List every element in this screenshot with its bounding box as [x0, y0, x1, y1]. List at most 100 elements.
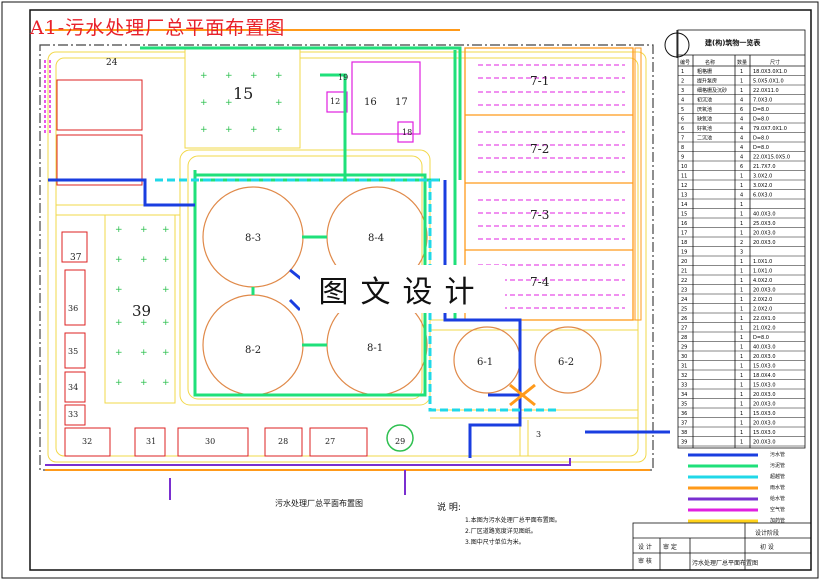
table-cell: 6: [681, 126, 684, 132]
table-cell: 20: [681, 259, 687, 265]
table-cell: 22.0X15.0X5.0: [753, 155, 790, 161]
titleblock-drawing-name: 污水处理厂总平面布置图: [692, 560, 759, 567]
table-cell: 4.0X2.0: [753, 278, 772, 284]
legend-label: 空气管: [770, 507, 786, 513]
table-cell: 2: [681, 79, 684, 85]
table-cell: 22.0X1.0: [753, 316, 776, 322]
table-cell: 8: [681, 145, 684, 151]
table-cell: 5: [681, 107, 684, 113]
drawing-subtitle: 污水处理厂总平面布置图: [275, 499, 363, 508]
svg-text:+: +: [140, 378, 148, 388]
table-cell: 1: [740, 212, 743, 218]
table-cell: 1: [740, 440, 743, 446]
table-cell: 24: [681, 297, 687, 303]
table-cell: 10: [681, 164, 687, 170]
table-cell: 1: [740, 88, 743, 94]
unit-label: 36: [68, 304, 79, 313]
table-cell: 29: [681, 345, 687, 351]
svg-text:+: +: [115, 255, 123, 265]
svg-text:+: +: [115, 318, 123, 328]
table-cell: 2: [740, 240, 743, 246]
table-cell: 1: [740, 297, 743, 303]
unit-label: 12: [330, 97, 341, 106]
table-cell: 1: [740, 364, 743, 370]
title-block: [632, 522, 812, 571]
unit-label: 35: [68, 347, 79, 356]
svg-text:+: +: [200, 71, 208, 81]
legend-label: 超越管: [770, 474, 786, 480]
table-header: 编号: [680, 60, 691, 66]
table-cell: 19: [681, 250, 687, 256]
table-cell: 4: [740, 155, 743, 161]
table-cell: 20.0X3.0: [753, 392, 776, 398]
unit-label: 7-1: [530, 74, 550, 88]
table-cell: 6: [740, 107, 743, 113]
svg-text:+: +: [225, 98, 233, 108]
table-cell: 1: [740, 79, 743, 85]
table-cell: 1: [740, 383, 743, 389]
table-cell: 细格栅及沉砂: [697, 87, 727, 94]
table-cell: 1: [740, 269, 743, 275]
table-cell: 26: [681, 316, 687, 322]
table-cell: 20.0X3.0: [753, 421, 776, 427]
table-cell: D=8.0: [753, 107, 769, 113]
table-cell: 21.0X2.0: [753, 326, 776, 332]
table-cell: 32: [681, 373, 687, 379]
table-cell: 20.0X3.0: [753, 402, 776, 408]
titleblock-row: 审 核: [638, 558, 652, 565]
table-cell: 16: [681, 221, 687, 227]
buildings: [56, 79, 368, 457]
svg-text:+: +: [250, 71, 258, 81]
svg-text:+: +: [140, 225, 148, 235]
building-table: [677, 29, 806, 449]
table-cell: 4: [740, 145, 743, 151]
note-item: 1.本图为污水处理厂总平面布置图。: [465, 517, 561, 524]
unit-label: 7-4: [530, 275, 550, 289]
table-cell: 21: [681, 269, 687, 275]
table-cell: 4: [681, 98, 684, 104]
unit-label: 31: [146, 437, 157, 446]
svg-text:+: +: [140, 255, 148, 265]
svg-text:+: +: [162, 348, 170, 358]
table-cell: 21.7X7.0: [753, 164, 776, 170]
unit-label: 19: [338, 73, 349, 82]
table-header: 数量: [737, 60, 748, 66]
table-cell: 1: [740, 278, 743, 284]
table-cell: 4: [740, 193, 743, 199]
unit-label: 15: [233, 84, 254, 103]
titleblock-row: 审 定: [663, 544, 677, 551]
unit-label: 39: [132, 302, 152, 320]
table-cell: 初沉池: [697, 97, 712, 104]
table-cell: D=8.0: [753, 145, 769, 151]
table-cell: 17: [681, 231, 687, 237]
svg-text:+: +: [162, 225, 170, 235]
unit-label: 16: [364, 97, 377, 108]
table-cell: 1: [740, 307, 743, 313]
table-cell: D=8.0: [753, 136, 769, 142]
svg-text:+: +: [140, 318, 148, 328]
table-cell: 1: [740, 231, 743, 237]
table-cell: 二沉池: [697, 135, 712, 142]
table-cell: 1: [740, 174, 743, 180]
table-cell: 13: [681, 193, 687, 199]
legend-label: 雨水管: [770, 485, 786, 491]
table-cell: 22: [681, 278, 687, 284]
table-cell: 3.0X2.0: [753, 183, 772, 189]
unit-label: 32: [82, 437, 93, 446]
table-cell: 1: [740, 373, 743, 379]
note-item: 3.图中尺寸单位为米。: [465, 539, 525, 546]
table-cell: 厌氧池: [697, 106, 712, 113]
table-cell: 35: [681, 402, 687, 408]
table-cell: 40.0X3.0: [753, 212, 776, 218]
svg-text:+: +: [115, 225, 123, 235]
svg-text:+: +: [225, 125, 233, 135]
table-cell: 39: [681, 440, 687, 446]
table-cell: 1: [740, 288, 743, 294]
legend-label: 加药管: [770, 518, 786, 524]
unit-label: 29: [395, 437, 406, 446]
table-cell: 23: [681, 288, 687, 294]
table-cell: 36: [681, 411, 687, 417]
unit-label: 30: [205, 437, 216, 446]
drawing-title: A1-污水处理厂总平面布置图: [30, 17, 286, 39]
